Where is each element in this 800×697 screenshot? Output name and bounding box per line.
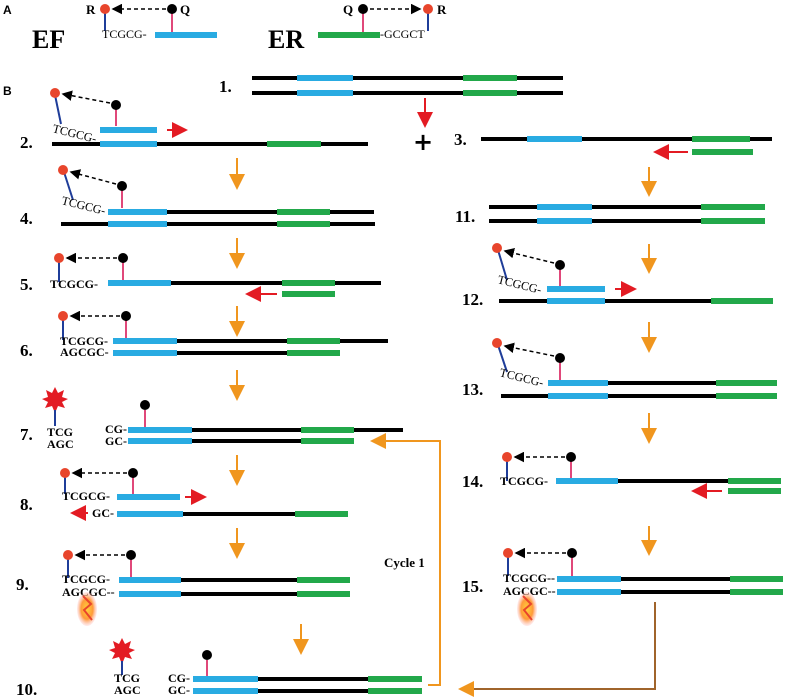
cleaved-reporter-burst [109,638,135,664]
step-label: 5. [20,275,33,294]
panel-a-label: A [3,3,12,17]
step-11: 11. [455,204,765,274]
step-label: 8. [20,495,33,514]
step-label: 12. [462,290,483,309]
step-4: 4. TCGCG- [20,165,375,269]
step-6: 6. TCGCG- AGCGC- [20,310,388,401]
er-probe: ER Q R -GCGCT [268,2,447,54]
er-tail: -GCGCT [380,27,425,41]
step-10: 10. TCG AGC CG- GC- [16,624,422,697]
er-quencher-label: Q [343,2,353,17]
cycle-loop: Cycle 1 [370,433,441,686]
step-label: 13. [462,380,483,399]
cleaved-reporter-burst [42,387,68,413]
step-label: 10. [16,680,37,697]
step-label: 14. [462,472,483,491]
ef-tail: TCGCG- [102,27,147,41]
seq-tail: TCGCG- [60,193,107,217]
er-label: ER [268,25,304,54]
plus-sign: + [413,128,433,156]
step-label: 9. [16,575,29,594]
polymerase-icon [517,592,537,626]
return-arrow [458,602,656,697]
ef-probe: EF R Q TCGCG- [32,2,217,54]
seq-tail: GC- [105,434,127,448]
seq-tail: TCGCG- [500,474,548,488]
seq-tail: TCGCG- [50,277,98,291]
seq-tail: TCGCG- [496,272,543,296]
seq-tail: TCGCG- [62,572,110,586]
step-label: 15. [462,577,483,596]
ef-quencher-label: Q [180,2,190,17]
step-12: 12. TCGCG- [462,243,773,353]
seq-tail: TCG [114,671,140,685]
seq-tail: AGC [47,437,74,451]
seq-tail: TCGCG- [62,489,110,503]
seq-tail: AGC [114,683,141,697]
step-label: 6. [20,341,33,360]
cycle-label: Cycle 1 [384,555,425,570]
polymerase-icon [77,592,97,626]
step-label: 1. [219,77,232,96]
seq-tail: GC- [168,683,190,697]
panel-b-label: B [3,84,12,98]
seq-tail: AGCGC- [60,345,109,359]
step-label: 3. [454,130,467,149]
reporter-dot [100,4,110,14]
step-15: 15. TCGCG-- AGCGC-- [462,547,783,626]
er-reporter-label: R [437,2,447,17]
step-label: 4. [20,209,33,228]
seq-tail: TCG [47,425,73,439]
seq-tail: GC- [92,506,114,520]
seq-tail: TCGCG- [498,365,545,389]
seq-tail: AGCGC-- [503,584,556,598]
seq-tail: CG- [168,671,190,685]
seq-tail: CG- [105,422,127,436]
step-5: 5. TCGCG- [20,252,381,337]
step-13: 13. TCGCG- [462,338,777,444]
ef-label: EF [32,25,65,54]
ef-reporter-label: R [86,2,96,17]
reporter-dot [423,4,433,14]
step-14: 14. TCGCG- [462,451,781,556]
step-1-duplex: 1. [219,75,563,128]
step-label: 2. [20,133,33,152]
seq-tail: TCGCG- [60,334,108,348]
quencher-dot [358,4,368,14]
step-9: 9. TCGCG- AGCGC-- [16,549,350,626]
step-label: 11. [455,207,475,226]
quencher-dot [167,4,177,14]
step-2: 2. TCGCG- [20,88,368,190]
step-7: 7. TCG AGC CG- GC- [20,387,403,486]
seq-tail: AGCGC-- [62,585,115,599]
seq-tail: TCGCG-- [503,571,555,585]
step-8: 8. TCGCG- GC- [20,467,348,559]
step-label: 7. [20,425,33,444]
step-3: 3. [454,130,772,197]
